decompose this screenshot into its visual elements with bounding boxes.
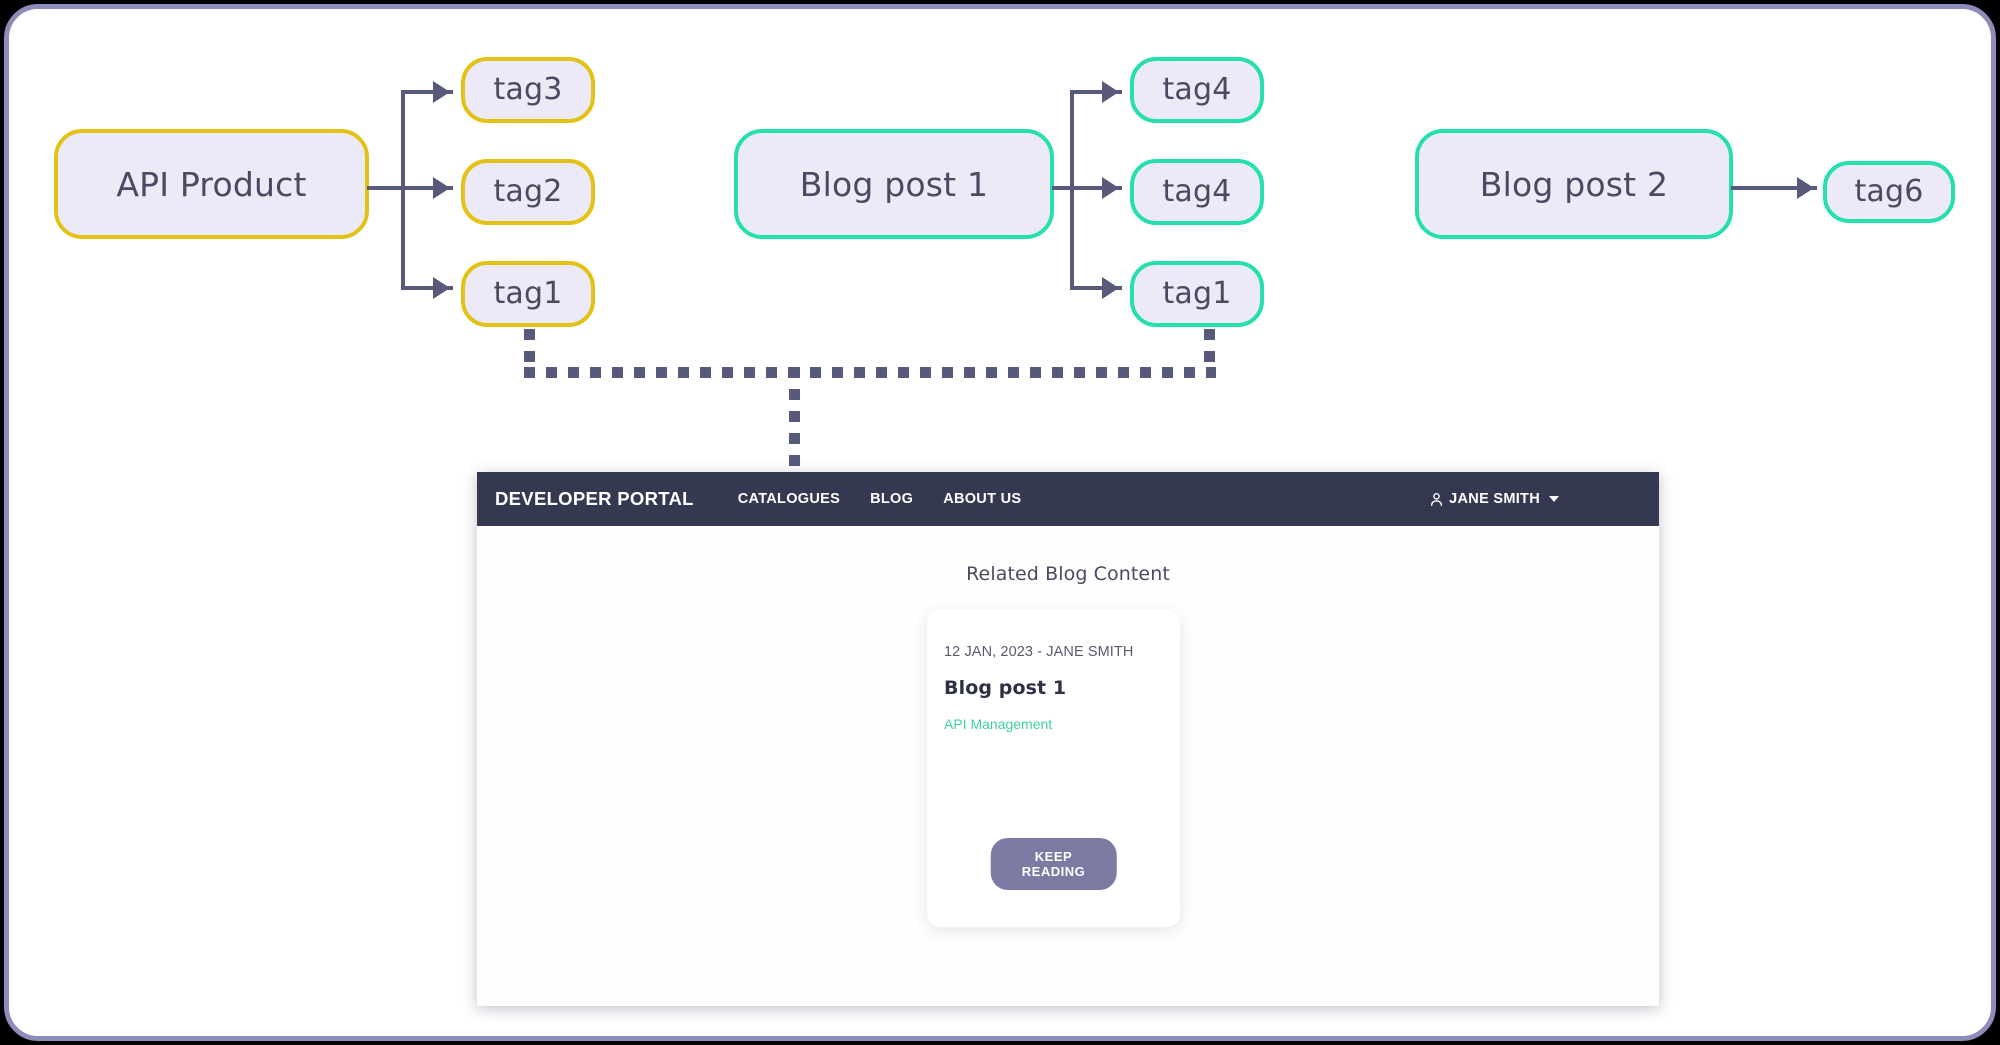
card-tag-link[interactable]: API Management — [944, 716, 1053, 732]
card-title: Blog post 1 — [944, 677, 1067, 699]
arrowhead-1-a — [433, 81, 450, 103]
connector-branch-2-a — [1070, 90, 1122, 94]
connector-branch-2-b — [1070, 186, 1122, 190]
arrowhead-2-b — [1102, 177, 1119, 199]
card-meta: 12 JAN, 2023 - JANE SMITH — [944, 644, 1134, 660]
node-tag6[interactable]: tag6 — [1823, 161, 1955, 223]
developer-portal-panel: DEVELOPER PORTAL CATALOGUES BLOG ABOUT U… — [477, 472, 1659, 1006]
connector-stub-1 — [367, 186, 403, 190]
connector-trunk-1 — [401, 90, 405, 290]
nav-item-blog[interactable]: BLOG — [870, 491, 914, 507]
connector-branch-1-a — [401, 90, 453, 94]
node-tag2[interactable]: tag2 — [461, 159, 595, 225]
dotted-line-from-tag1-right — [1204, 329, 1215, 373]
node-label: tag1 — [493, 276, 563, 311]
node-blog-post-1[interactable]: Blog post 1 — [734, 129, 1054, 239]
keep-reading-button[interactable]: KEEP READING — [990, 838, 1117, 890]
nav-item-about-us[interactable]: ABOUT US — [943, 491, 1022, 507]
node-tag4-upper[interactable]: tag4 — [1130, 57, 1264, 123]
user-name: JANE SMITH — [1449, 491, 1540, 507]
blog-card[interactable]: 12 JAN, 2023 - JANE SMITH Blog post 1 AP… — [927, 610, 1180, 927]
portal-brand[interactable]: DEVELOPER PORTAL — [495, 488, 694, 509]
dotted-line-from-tag1-left — [524, 329, 535, 373]
node-api-product[interactable]: API Product — [54, 129, 369, 239]
node-tag1-left[interactable]: tag1 — [461, 261, 595, 327]
connector-branch-1-c — [401, 286, 453, 290]
person-icon — [1429, 492, 1444, 507]
portal-navbar: DEVELOPER PORTAL CATALOGUES BLOG ABOUT U… — [477, 472, 1659, 526]
node-blog-post-2[interactable]: Blog post 2 — [1415, 129, 1733, 239]
arrowhead-2-c — [1102, 277, 1119, 299]
node-label: tag4 — [1162, 174, 1232, 209]
connector-branch-1-b — [401, 186, 453, 190]
node-label: Blog post 2 — [1479, 164, 1669, 204]
node-label: API Product — [116, 164, 307, 204]
connector-branch-3-a — [1731, 186, 1817, 190]
section-title: Related Blog Content — [966, 563, 1170, 585]
portal-body: Related Blog Content 12 JAN, 2023 - JANE… — [477, 526, 1659, 1006]
arrowhead-1-c — [433, 277, 450, 299]
node-label: tag6 — [1854, 174, 1924, 209]
node-tag4-lower[interactable]: tag4 — [1130, 159, 1264, 225]
node-tag3[interactable]: tag3 — [461, 57, 595, 123]
node-label: Blog post 1 — [799, 164, 989, 204]
connector-branch-2-c — [1070, 286, 1122, 290]
arrowhead-2-a — [1102, 81, 1119, 103]
node-label: tag3 — [493, 72, 563, 107]
node-label: tag1 — [1162, 276, 1232, 311]
dotted-line-horizontal-join — [524, 367, 1216, 378]
chevron-down-icon[interactable] — [1549, 496, 1559, 502]
arrowhead-3-a — [1797, 177, 1814, 199]
connector-trunk-2 — [1070, 90, 1074, 290]
node-label: tag4 — [1162, 72, 1232, 107]
node-label: tag2 — [493, 174, 563, 209]
arrowhead-1-b — [433, 177, 450, 199]
user-menu[interactable]: JANE SMITH — [1429, 491, 1559, 507]
node-tag1-right[interactable]: tag1 — [1130, 261, 1264, 327]
outer-frame: API Product tag3 tag2 tag1 Blog post 1 t… — [4, 4, 1996, 1041]
nav-item-catalogues[interactable]: CATALOGUES — [737, 491, 841, 507]
